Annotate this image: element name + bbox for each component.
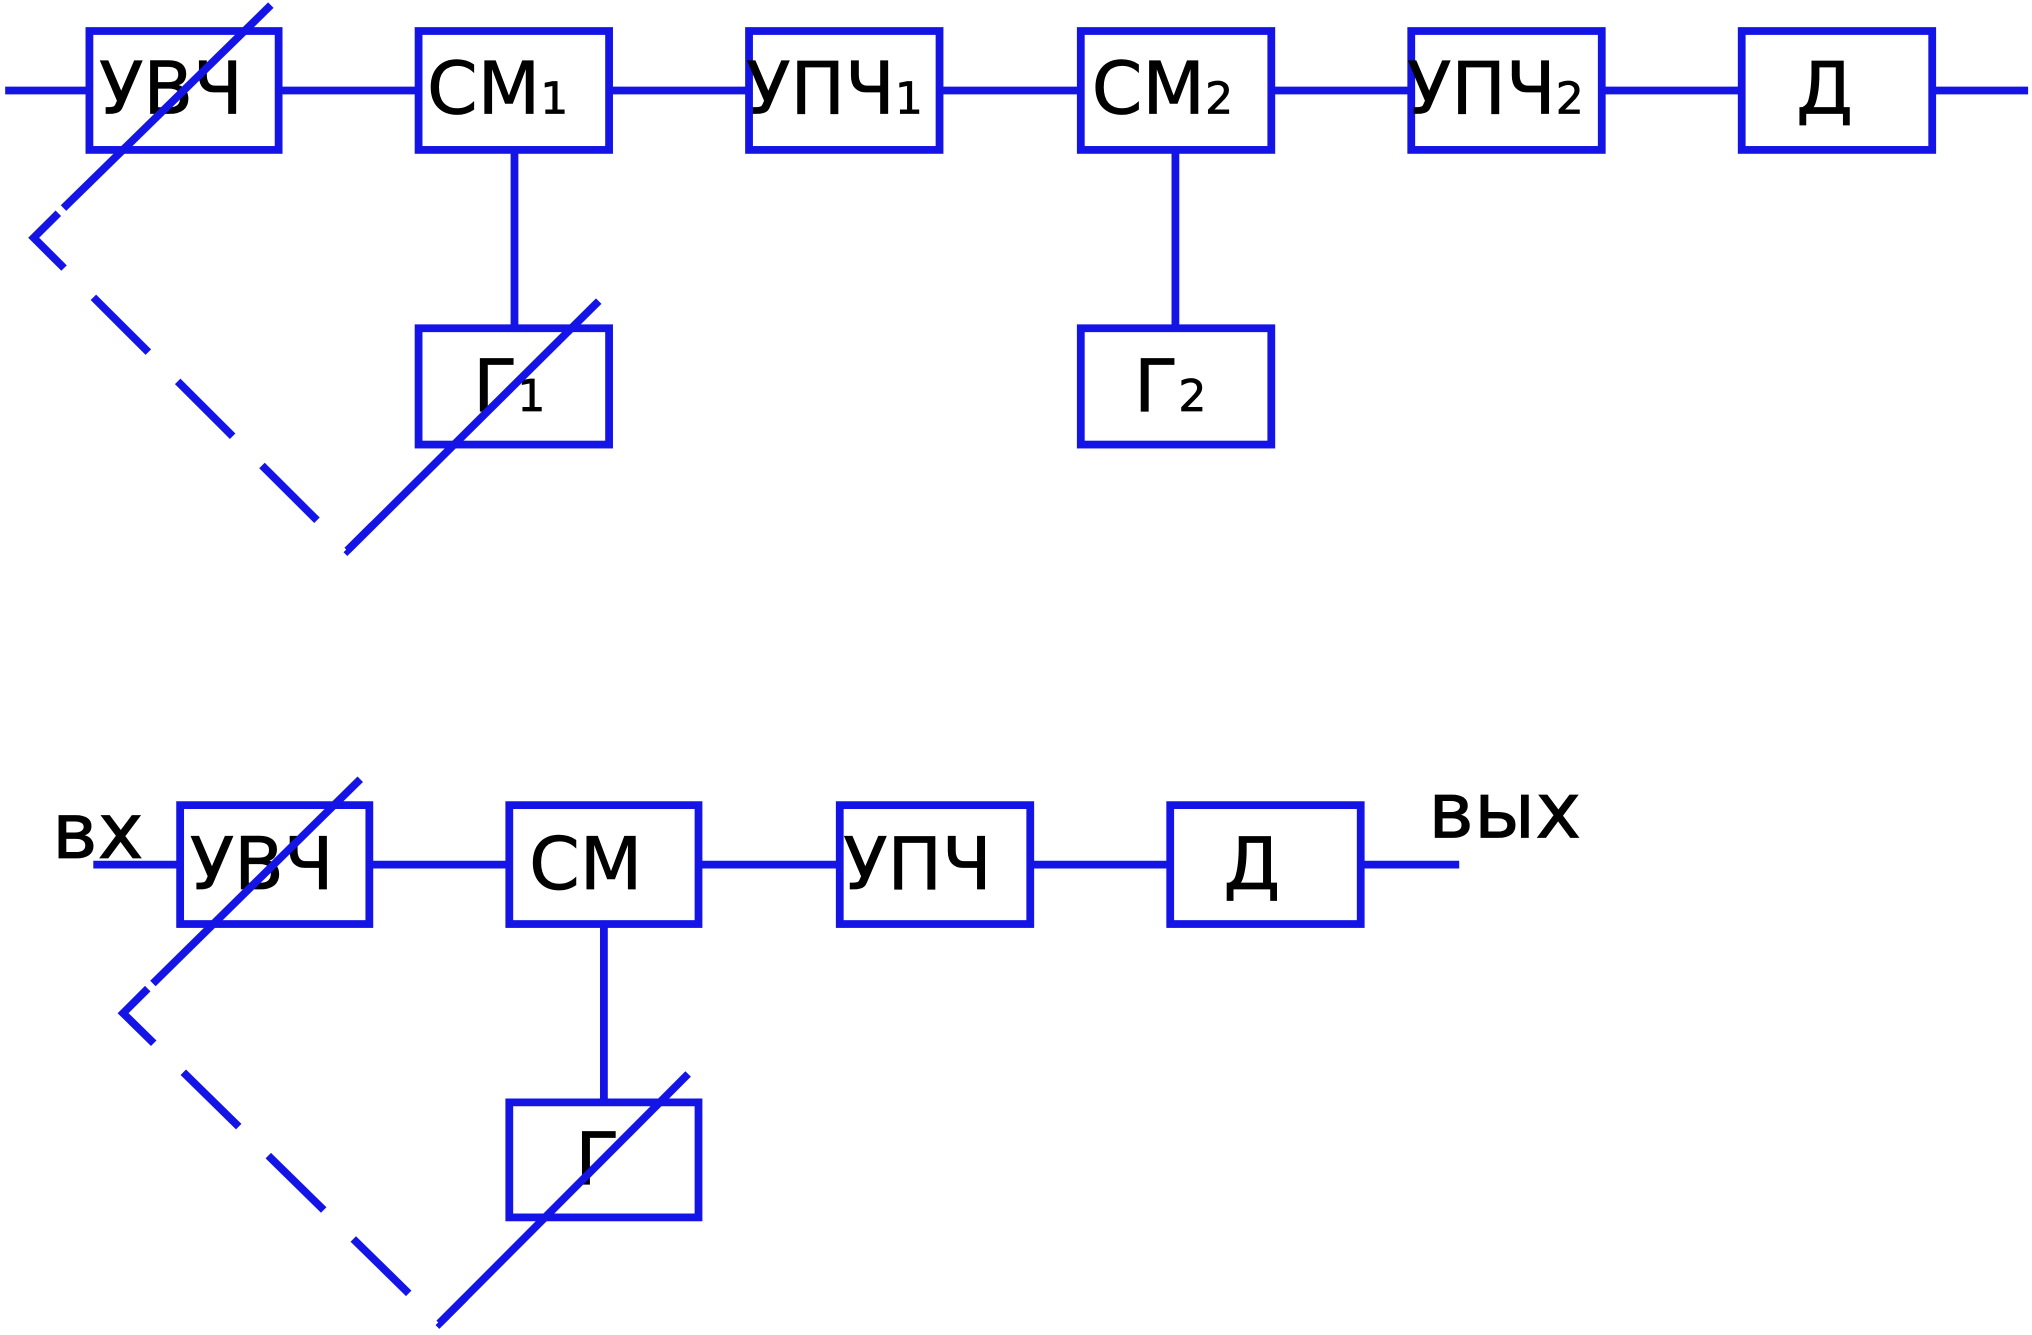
- ganged-tuning-link: [28, 210, 376, 557]
- svg-text:вых: вых: [1428, 767, 1581, 857]
- rf-amp-tuning-stroke: [150, 776, 363, 987]
- block-label: СМ: [1092, 48, 1205, 132]
- svg-text:СМ2: СМ2: [1092, 48, 1233, 132]
- svg-text:УПЧ: УПЧ: [843, 823, 992, 907]
- svg-text:УВЧ: УВЧ: [99, 48, 243, 132]
- rf-amplifier-block: УВЧ: [176, 801, 374, 928]
- svg-text:УВЧ: УВЧ: [190, 823, 334, 907]
- svg-text:СМ: СМ: [529, 823, 642, 907]
- svg-text:Г: Г: [575, 1118, 619, 1202]
- block-label: Д: [1796, 48, 1853, 132]
- if-amplifier2-block: УПЧ2: [1407, 27, 1606, 154]
- block-subscript: 1: [517, 371, 545, 422]
- output-label: вых: [1428, 767, 1581, 857]
- block-subscript: 1: [895, 74, 923, 125]
- mixer1-block: СМ1: [414, 27, 613, 154]
- block-label: СМ: [529, 823, 642, 907]
- lo1-tuning-stroke: [344, 298, 602, 554]
- block-label: Г: [473, 345, 517, 429]
- detector-block: Д: [1737, 27, 1937, 154]
- block-label: Г: [1134, 345, 1178, 429]
- mixer-block: СМ: [505, 801, 703, 928]
- block-label: УВЧ: [190, 823, 334, 907]
- block-label: УПЧ: [1407, 48, 1556, 132]
- svg-text:СМ1: СМ1: [427, 48, 568, 132]
- lo-tuning-stroke: [436, 1071, 691, 1327]
- svg-text:Г2: Г2: [1134, 345, 1206, 429]
- svg-text:УПЧ1: УПЧ1: [746, 48, 923, 132]
- block-subscript: 2: [1205, 74, 1233, 125]
- if-amplifier-block: УПЧ: [835, 801, 1035, 928]
- block-label: СМ: [427, 48, 540, 132]
- local-oscillator2-block: Г2: [1076, 324, 1276, 449]
- block-subscript: 1: [540, 74, 568, 125]
- if-amplifier1-block: УПЧ1: [745, 27, 944, 154]
- block-subscript: 2: [1178, 371, 1206, 422]
- svg-text:Д: Д: [1224, 823, 1281, 907]
- svg-text:УПЧ2: УПЧ2: [1407, 48, 1584, 132]
- svg-text:Д: Д: [1796, 48, 1853, 132]
- block-label: УВЧ: [99, 48, 243, 132]
- block-label: УПЧ: [746, 48, 895, 132]
- block-label: Г: [575, 1118, 619, 1202]
- double-conversion-diagram: УВЧ СМ1 УПЧ1 СМ2 УПЧ2: [5, 2, 2029, 557]
- block-label: Д: [1224, 823, 1281, 907]
- block-subscript: 2: [1556, 74, 1584, 125]
- svg-text:Г1: Г1: [473, 345, 545, 429]
- rf-amplifier-block: УВЧ: [85, 27, 283, 154]
- detector-block: Д: [1166, 801, 1365, 928]
- block-label: УПЧ: [843, 823, 992, 907]
- rf-amp-tuning-stroke: [60, 2, 274, 211]
- ganged-tuning-link: [117, 985, 468, 1329]
- mixer2-block: СМ2: [1076, 27, 1276, 154]
- single-conversion-diagram: вх вых УВЧ СМ УПЧ: [51, 766, 1582, 1329]
